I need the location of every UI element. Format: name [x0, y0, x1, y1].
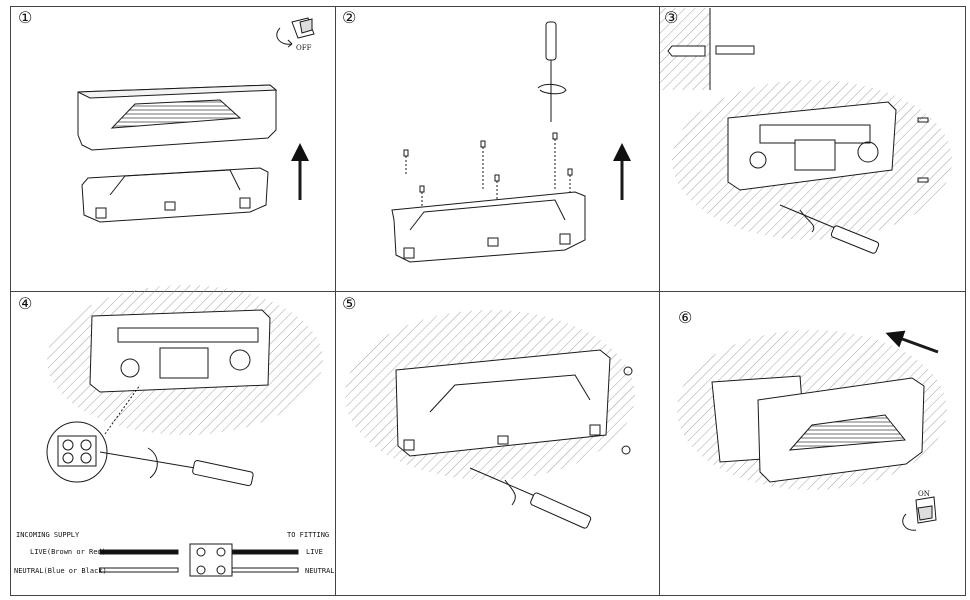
panel-5-illustration: [345, 310, 635, 529]
switch-off-label: OFF: [296, 44, 312, 52]
live-incoming-label: LIVE(Brown or Red): [30, 548, 106, 556]
step-number: ①: [18, 8, 33, 27]
step-number: ④: [18, 294, 33, 313]
base-housing: [391, 191, 586, 263]
grid-divider: [659, 7, 660, 595]
step-number: ⑥: [678, 308, 693, 327]
switch-off-icon: [276, 17, 315, 48]
grid-divider: [11, 291, 965, 292]
base-housing: [89, 309, 271, 393]
step-number: ②: [342, 8, 357, 27]
screwdriver: [537, 21, 567, 122]
cover-shell: [77, 84, 278, 151]
push-arrow: [885, 330, 939, 354]
neutral-fitting-label: NEUTRAL: [305, 567, 335, 575]
panel-1-illustration: [77, 17, 315, 223]
to-fitting-label: TO FITTING: [287, 531, 330, 539]
base-housing: [81, 167, 269, 223]
screwdriver: [469, 467, 592, 529]
wall-plug: [667, 45, 755, 57]
neutral-incoming-label: NEUTRAL(Blue or Black): [14, 567, 107, 575]
panel-3-illustration: [660, 8, 952, 254]
incoming-supply-label: INCOMING SUPPLY: [16, 531, 80, 539]
grid-divider: [335, 7, 336, 595]
switch-on-label: ON: [918, 490, 930, 498]
screwdriver: [779, 204, 880, 254]
step-number: ⑤: [342, 294, 357, 313]
step-number: ③: [664, 8, 679, 27]
cover-shell: [757, 377, 925, 483]
base-housing: [395, 349, 611, 457]
wiring-diagram: [99, 543, 299, 577]
panel-4-illustration: [46, 285, 323, 577]
panel-2-illustration: [391, 21, 631, 263]
panel-6-illustration: [677, 330, 947, 531]
screws: [403, 132, 573, 220]
live-fitting-label: LIVE: [306, 548, 323, 556]
switch-on-icon: [902, 496, 937, 531]
panel-grid: [10, 6, 966, 596]
base-housing: [727, 101, 897, 191]
screwdriver: [99, 447, 254, 487]
terminal-block-zoom: [46, 384, 141, 483]
